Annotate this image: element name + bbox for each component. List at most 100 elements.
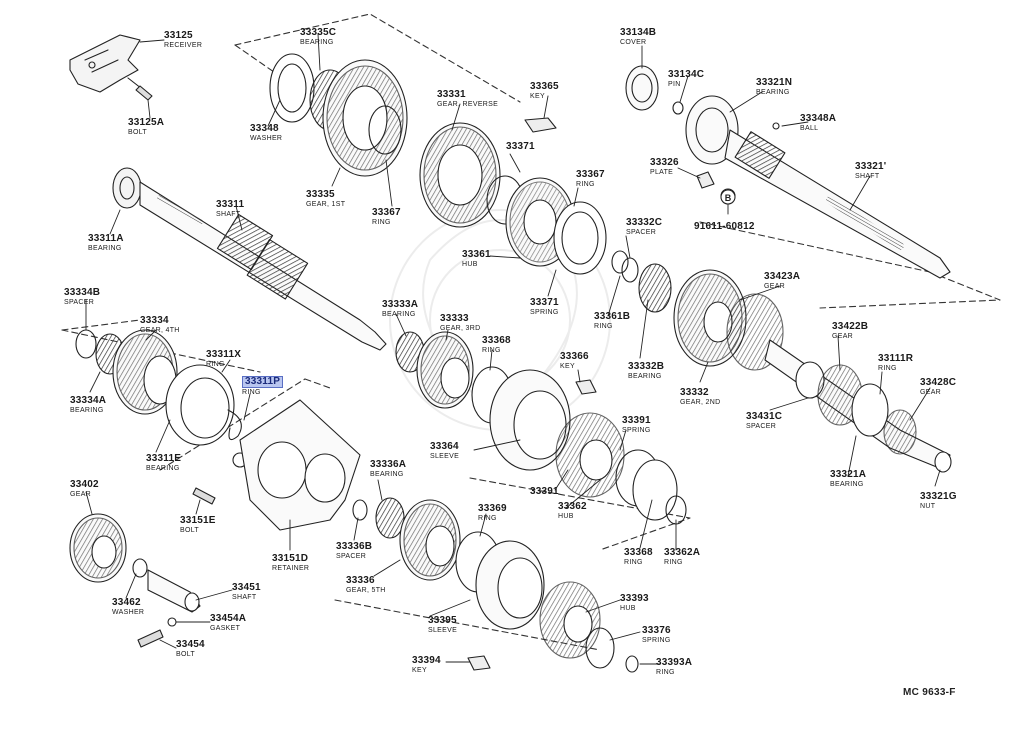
part-number: 33462 <box>112 597 141 608</box>
part-name: SHAFT <box>855 173 880 180</box>
part-number: 33321' <box>855 161 887 172</box>
part-name: SHAFT <box>216 211 241 218</box>
part-number: 33333 <box>440 313 469 324</box>
part-name: BOLT <box>176 651 195 658</box>
second-gear-group-drawing <box>621 257 952 473</box>
part-name: RING <box>878 365 897 372</box>
part-number: 33151E <box>180 515 216 526</box>
part-name: RING <box>576 181 595 188</box>
part-number: 33371 <box>530 297 559 308</box>
part-number: 33393A <box>656 657 693 668</box>
part-label-91611-60812[interactable]: 91611-60812 <box>694 222 755 232</box>
part-number: 33395 <box>428 615 457 626</box>
part-name: HUB <box>462 261 478 268</box>
part-number: 33376 <box>642 625 671 636</box>
part-name: KEY <box>530 93 545 100</box>
part-number: 33393 <box>620 593 649 604</box>
part-number: 33422B <box>832 321 869 332</box>
part-label-33391[interactable]: 33391 <box>530 487 559 497</box>
part-name: GEAR <box>920 389 942 396</box>
part-name: RING <box>482 347 501 354</box>
part-name: RING <box>242 389 261 396</box>
part-label-33371[interactable]: 33371 <box>506 142 535 152</box>
part-name: SPACER <box>746 423 777 430</box>
retainer-plate-drawing <box>239 399 361 531</box>
part-name: PIN <box>668 81 681 88</box>
part-name: BEARING <box>88 245 122 252</box>
part-number: 33369 <box>478 503 507 514</box>
part-number: 33391 <box>530 486 559 497</box>
part-name: GEAR, 3RD <box>440 325 481 332</box>
part-name: SPRING <box>530 309 559 316</box>
part-name: BEARING <box>370 471 404 478</box>
bolt-33125A-drawing <box>127 77 153 101</box>
part-label-33321-[interactable]: 33321'SHAFT <box>855 161 887 181</box>
part-name: RING <box>478 515 497 522</box>
part-number: 33311 <box>216 199 245 210</box>
part-name: WASHER <box>250 135 283 142</box>
part-number: 33428C <box>920 377 957 388</box>
part-number: 33134C <box>668 69 705 80</box>
